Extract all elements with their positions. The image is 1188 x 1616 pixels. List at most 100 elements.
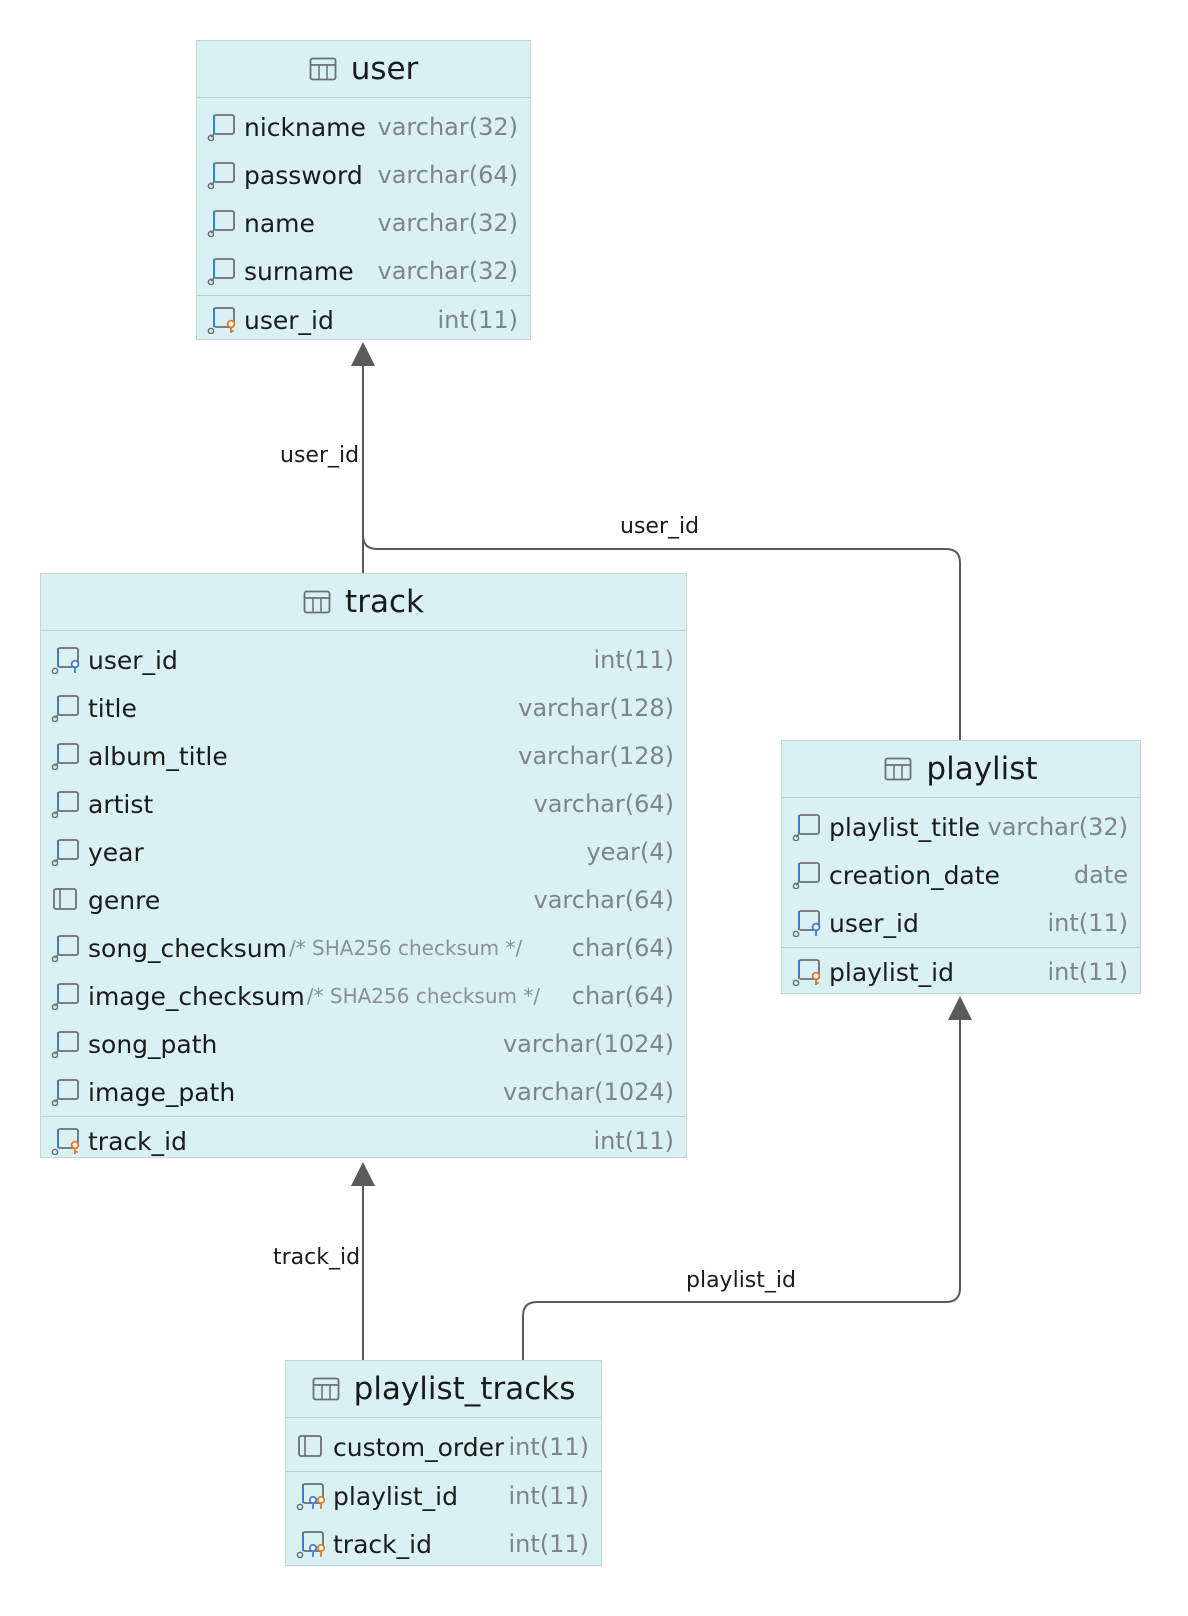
column-row[interactable]: creation_date date bbox=[782, 851, 1140, 899]
column-name: song_path bbox=[88, 1029, 218, 1059]
column-row[interactable]: song_path varchar(1024) bbox=[41, 1020, 686, 1068]
column-name: nickname bbox=[244, 112, 366, 142]
relation-label-pt-track: track_id bbox=[273, 1245, 361, 1270]
key-list: playlist_id int(11) bbox=[782, 947, 1140, 993]
column-name: playlist_id bbox=[333, 1481, 458, 1511]
column-row[interactable]: user_id int(11) bbox=[197, 296, 530, 339]
column-type: char(64) bbox=[571, 934, 674, 962]
column-type: int(11) bbox=[508, 1530, 589, 1558]
column-type: varchar(1024) bbox=[502, 1030, 674, 1058]
column-name: artist bbox=[88, 789, 154, 819]
column-type: varchar(64) bbox=[533, 886, 675, 914]
column-type: varchar(128) bbox=[518, 742, 674, 770]
column-name: image_checksum bbox=[88, 981, 305, 1011]
composite-key-icon bbox=[296, 1483, 326, 1510]
column-type: varchar(64) bbox=[533, 790, 675, 818]
relation-label-track-user: user_id bbox=[280, 443, 360, 468]
table-header: playlist bbox=[782, 741, 1140, 798]
table-title: user bbox=[350, 51, 419, 87]
table-title: track bbox=[345, 584, 424, 620]
foreign-key-icon bbox=[51, 647, 80, 674]
column-type: varchar(32) bbox=[377, 257, 519, 285]
table-icon bbox=[885, 757, 912, 781]
column-name: track_id bbox=[88, 1126, 187, 1156]
primary-key-icon bbox=[792, 959, 821, 986]
column-type: varchar(64) bbox=[377, 161, 519, 189]
column-type: char(64) bbox=[571, 982, 674, 1010]
column-fk-icon bbox=[792, 814, 820, 841]
column-name: user_id bbox=[829, 908, 919, 938]
column-name: track_id bbox=[333, 1529, 432, 1559]
table-icon bbox=[303, 590, 331, 614]
table-title: playlist bbox=[926, 751, 1038, 787]
column-type: year(4) bbox=[586, 838, 674, 866]
column-name: song_checksum bbox=[88, 933, 287, 963]
table-icon bbox=[312, 1377, 340, 1401]
column-row[interactable]: song_checksum/* SHA256 checksum */ char(6… bbox=[41, 924, 686, 972]
table-title: playlist_tracks bbox=[353, 1371, 576, 1407]
primary-key-icon bbox=[207, 307, 236, 334]
column-row[interactable]: playlist_id int(11) bbox=[782, 948, 1140, 993]
column-name: playlist_id bbox=[829, 957, 954, 987]
relation-pt-track[interactable] bbox=[351, 1162, 375, 1360]
key-list: track_id int(11) bbox=[41, 1116, 686, 1157]
foreign-key-icon bbox=[792, 910, 821, 937]
table-icon bbox=[309, 57, 337, 81]
column-name: creation_date bbox=[829, 860, 1000, 890]
column-type: int(11) bbox=[593, 1127, 674, 1155]
column-name: title bbox=[88, 693, 137, 723]
column-comment: /* SHA256 checksum */ bbox=[288, 936, 523, 960]
column-row[interactable]: image_checksum/* SHA256 checksum */char(… bbox=[41, 972, 686, 1020]
column-type: int(11) bbox=[508, 1433, 589, 1461]
column-fk-icon bbox=[207, 258, 235, 285]
composite-key-icon bbox=[296, 1531, 326, 1558]
column-type: int(11) bbox=[508, 1482, 589, 1510]
table-header: user bbox=[197, 41, 530, 98]
column-type: varchar(32) bbox=[987, 813, 1129, 841]
column-type: int(11) bbox=[1047, 958, 1128, 986]
column-name: album_title bbox=[88, 741, 228, 771]
column-type: date bbox=[1073, 861, 1128, 889]
relation-pt-playlist[interactable] bbox=[522, 996, 972, 1360]
column-row[interactable]: track_id int(11) bbox=[286, 1520, 601, 1565]
relation-label-playlist-user: user_id bbox=[620, 514, 700, 539]
column-name: image_path bbox=[88, 1077, 236, 1107]
column-type: varchar(128) bbox=[518, 694, 674, 722]
column-name: playlist_title bbox=[829, 812, 981, 842]
column-row[interactable]: album_title varchar(128) bbox=[41, 732, 686, 780]
arrowhead-icon bbox=[351, 342, 375, 366]
column-row[interactable]: playlist_id int(11) bbox=[286, 1472, 601, 1520]
column-row[interactable]: title varchar(128) bbox=[41, 684, 686, 732]
column-fk-icon bbox=[51, 743, 79, 770]
column-fk-icon bbox=[792, 862, 820, 889]
relation-playlist-user[interactable] bbox=[362, 380, 961, 740]
column-type: int(11) bbox=[437, 306, 518, 334]
column-fk-icon bbox=[207, 210, 235, 237]
key-list: playlist_id int(11) track_id int(11) bbox=[286, 1471, 601, 1565]
column-fk-icon bbox=[51, 791, 79, 818]
column-name: user_id bbox=[244, 305, 334, 335]
arrowhead-icon bbox=[948, 996, 972, 1020]
column-fk-icon bbox=[51, 695, 79, 722]
column-fk-icon bbox=[51, 1031, 79, 1058]
column-row[interactable]: track_id int(11) bbox=[41, 1117, 686, 1157]
column-row[interactable]: artist varchar(64) bbox=[41, 780, 686, 828]
